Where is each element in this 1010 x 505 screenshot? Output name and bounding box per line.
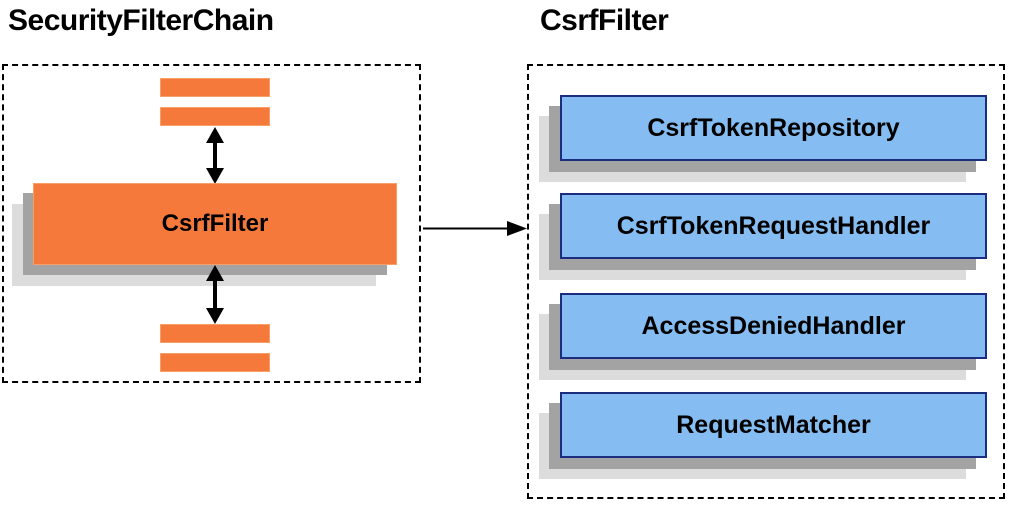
right-panel-title: CsrfFilter — [540, 4, 669, 37]
flow-arrow-icon — [423, 221, 527, 236]
component-box-label: AccessDeniedHandler — [641, 311, 906, 340]
component-box-label: RequestMatcher — [676, 410, 871, 439]
component-box-label: CsrfTokenRepository — [647, 113, 900, 142]
filter-placeholder-bar — [160, 78, 270, 97]
double-arrow-icon — [206, 265, 224, 324]
component-box-csrf-token-repository: CsrfTokenRepository — [560, 95, 987, 161]
component-box-label: CsrfTokenRequestHandler — [616, 211, 931, 240]
component-box-access-denied-handler: AccessDeniedHandler — [560, 293, 987, 359]
filter-placeholder-bar — [160, 324, 270, 343]
csrf-filter-box-label: CsrfFilter — [161, 210, 269, 237]
csrf-filter-boundary — [527, 64, 1005, 499]
csrf-filter-box: CsrfFilter — [33, 183, 397, 265]
security-filter-chain-boundary — [2, 64, 421, 383]
left-panel-title: SecurityFilterChain — [8, 4, 274, 37]
component-box-csrf-token-request-handler: CsrfTokenRequestHandler — [560, 193, 987, 259]
filter-placeholder-bar — [160, 107, 270, 126]
component-box-request-matcher: RequestMatcher — [560, 392, 987, 458]
double-arrow-icon — [206, 127, 224, 184]
filter-placeholder-bar — [160, 353, 270, 372]
